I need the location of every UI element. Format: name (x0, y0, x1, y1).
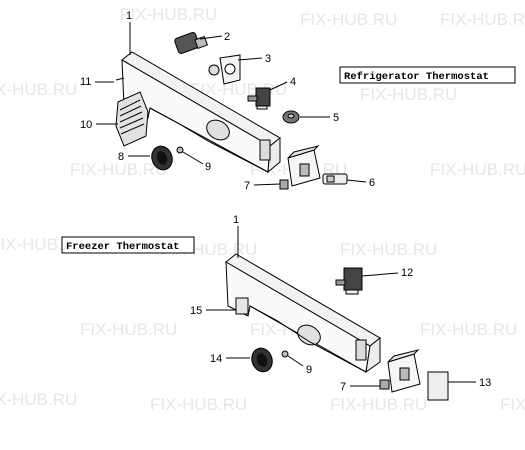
refrigerator-title-box (339, 66, 516, 84)
callout-5: 5 (333, 112, 339, 124)
clip-part-7-freezer (379, 379, 390, 390)
plate-part-13 (427, 371, 449, 401)
bracket-part-3 (208, 54, 241, 85)
refrigerator-title: Refrigerator Thermostat (344, 71, 489, 83)
watermark: FIX-HUB.RU (300, 10, 397, 29)
freezer-title: Freezer Thermostat (66, 241, 179, 253)
callout-1-freezer: 1 (233, 214, 239, 226)
thermostat-part-12 (335, 267, 363, 295)
watermark: FIX-HUB.RU (330, 395, 427, 414)
housing-part-1-freezer (225, 253, 381, 374)
callout-9: 9 (205, 161, 211, 173)
watermark: FIX-HUB.RU (340, 240, 437, 259)
callout-3: 3 (265, 53, 271, 65)
freezer-title-box (61, 236, 195, 254)
watermark: FIX-HUB.RU (70, 160, 167, 179)
watermark: FIX-HUB.RU (0, 390, 77, 409)
screw-part-9 (176, 146, 184, 154)
pin-part-11 (115, 77, 125, 81)
callout-4: 4 (290, 76, 296, 88)
freezer-assembly: Freezer Thermostat (61, 214, 491, 401)
callout-7-freezer: 7 (340, 381, 346, 393)
callout-1: 1 (126, 10, 132, 22)
block-part-15 (235, 297, 249, 315)
cover-box (287, 145, 321, 187)
knob-part-14 (251, 347, 273, 373)
clip-part-7 (279, 179, 289, 190)
callout-15: 15 (190, 305, 202, 317)
callout-9-freezer: 9 (306, 364, 312, 376)
callout-8: 8 (118, 151, 124, 163)
watermark: FIX-HUB.RU (120, 5, 217, 24)
leader-lines-bottom (206, 226, 476, 387)
housing-part-1 (121, 51, 281, 174)
watermark: FIX-HUB.RU (420, 320, 517, 339)
watermark: FIX-HUB.RU (440, 10, 525, 29)
refrigerator-assembly: 1 2 3 4 5 6 7 8 9 10 11 Refrigerator The… (80, 10, 516, 192)
watermark: FIX-HUB.RU (360, 85, 457, 104)
callout-7: 7 (244, 180, 250, 192)
callout-14: 14 (210, 353, 222, 365)
callout-10: 10 (80, 119, 92, 131)
shaft-part-2 (174, 32, 209, 54)
callout-12: 12 (401, 267, 413, 279)
watermark-layer: FIX-HUB.RU FIX-HUB.RU FIX-HUB.RU FIX-HUB… (0, 5, 525, 414)
callout-11: 11 (80, 76, 91, 88)
watermark: FIX-HUB.RU (0, 80, 77, 99)
callout-13: 13 (479, 377, 491, 389)
screw-part-9-freezer (281, 350, 289, 358)
watermark: FIX-HUB.RU (500, 395, 525, 414)
callout-2: 2 (224, 31, 230, 43)
vent-cover-part-10 (115, 91, 149, 147)
leader-lines-top (95, 22, 367, 186)
thermostat-part-4 (247, 87, 271, 110)
watermark: FIX-HUB.RU (80, 320, 177, 339)
connector-part-6 (322, 173, 348, 185)
callout-6: 6 (369, 177, 375, 189)
knob-part-8 (151, 145, 173, 171)
cover-box-freezer (387, 349, 421, 393)
watermark: FIX-HUB.RU (430, 160, 525, 179)
knob-part-5 (282, 110, 300, 124)
watermark: FIX-HUB.RU (150, 395, 247, 414)
